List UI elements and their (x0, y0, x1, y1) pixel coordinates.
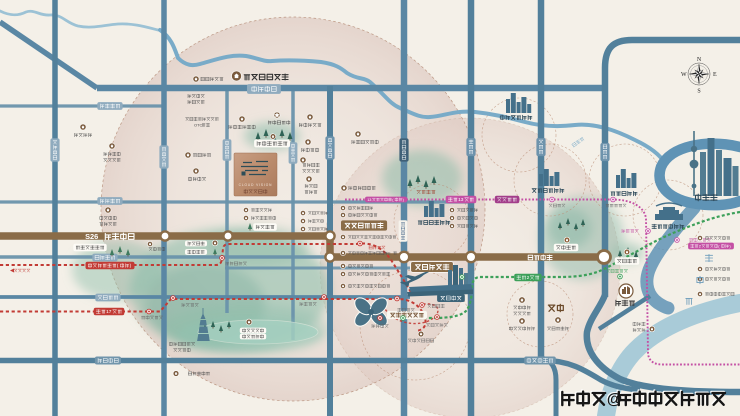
svg-text:): ) (403, 198, 405, 202)
svg-text:2: 2 (527, 275, 530, 281)
svg-text:W: W (681, 72, 687, 78)
svg-text:II: II (388, 251, 390, 255)
svg-text:17: 17 (106, 309, 112, 315)
svg-text:S26: S26 (85, 232, 98, 241)
svg-text:(: ( (392, 198, 394, 202)
svg-text:13: 13 (458, 197, 464, 203)
svg-text:CLOUD VISION: CLOUD VISION (239, 183, 273, 187)
svg-text:(: ( (718, 243, 720, 248)
svg-text:13: 13 (367, 198, 371, 202)
svg-text:(: ( (117, 263, 119, 268)
svg-text:N: N (697, 57, 702, 63)
svg-text:E: E (713, 72, 717, 78)
svg-text:2: 2 (699, 243, 702, 248)
svg-text:): ) (729, 243, 731, 248)
svg-text:OTC: OTC (194, 122, 203, 127)
svg-text:S: S (697, 89, 700, 95)
svg-text:): ) (130, 263, 132, 268)
